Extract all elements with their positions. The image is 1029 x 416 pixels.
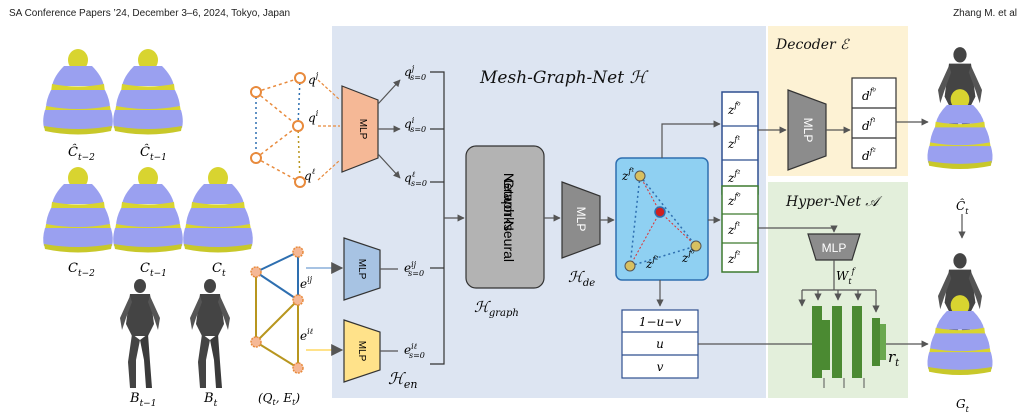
garment-gt-cur-label: Ct bbox=[212, 261, 226, 279]
bary-u: u bbox=[656, 337, 664, 351]
r-t-label: rt bbox=[888, 348, 900, 369]
e-ij-label: eij bbox=[300, 275, 313, 291]
ztilde-f0: zf⁰ bbox=[727, 192, 741, 208]
h-de-label: ℋde bbox=[568, 268, 595, 289]
garment-pred-prev2 bbox=[43, 49, 113, 135]
out-pred-label: Ĉt bbox=[956, 197, 969, 216]
out-final-label: Gt bbox=[956, 397, 970, 414]
z-f2-label: zf² bbox=[645, 255, 659, 271]
w-label: Wtf bbox=[836, 267, 857, 286]
garment-gt-cur bbox=[183, 167, 253, 253]
hypernet-mlp: MLP bbox=[807, 233, 861, 261]
d-f0: df⁰ bbox=[862, 87, 877, 103]
decoder-title: Decoder ℰ bbox=[775, 37, 850, 53]
zhat-f0: zf⁰ bbox=[727, 101, 741, 117]
body-prev bbox=[120, 279, 160, 388]
zhat-f1: zf¹ bbox=[727, 135, 741, 151]
hde-mlp: MLP bbox=[561, 181, 601, 259]
svg-text:MLP: MLP bbox=[574, 207, 588, 232]
svg-text:MLP: MLP bbox=[822, 241, 847, 255]
garment-pred-prev2-label: Ĉt−2 bbox=[68, 143, 95, 163]
decoder-output-stack bbox=[851, 77, 897, 169]
d-f1: df¹ bbox=[862, 117, 876, 133]
bary-v: v bbox=[657, 360, 664, 374]
garment-gt-prev1-label: Ct−1 bbox=[140, 261, 167, 279]
body-cur bbox=[190, 279, 230, 388]
garment-graph bbox=[250, 72, 306, 188]
bary-1-u-v: 1−u−v bbox=[639, 315, 681, 329]
gnn-block: Graph Neural Networks bbox=[465, 145, 545, 289]
latent-stack-hypernet bbox=[721, 185, 759, 273]
output-dressed-final bbox=[927, 253, 992, 375]
garment-gt-prev2 bbox=[43, 167, 113, 253]
encoder-mlp-edge-il: MLP bbox=[343, 319, 381, 383]
graph-label: (Qt, Et) bbox=[258, 391, 300, 407]
garment-gt-prev2-label: Ct−2 bbox=[68, 261, 95, 279]
svg-text:Networks: Networks bbox=[501, 173, 517, 231]
z-f0-label: zf⁰ bbox=[681, 249, 695, 265]
e-il-label: eiℓ bbox=[300, 327, 314, 343]
h-en-label: ℋen bbox=[388, 369, 417, 391]
ztilde-f1: zf¹ bbox=[727, 221, 741, 237]
running-header-left: SA Conference Papers ’24, December 3–6, … bbox=[9, 8, 291, 19]
zhat-f2: zf² bbox=[727, 169, 741, 185]
decoder-mlp: MLP bbox=[787, 89, 827, 171]
garment-gt-prev1 bbox=[113, 167, 183, 253]
hypernet-layers bbox=[812, 306, 886, 378]
barycentric-box bbox=[621, 309, 699, 379]
q-i-label: qi bbox=[308, 109, 319, 125]
svg-text:MLP: MLP bbox=[357, 119, 368, 140]
encoder-mlp-node: MLP bbox=[341, 85, 379, 173]
svg-text:MLP: MLP bbox=[356, 341, 367, 362]
z-f1-label: zf¹ bbox=[621, 167, 635, 183]
mgn-title: Mesh-Graph-Net ℋ bbox=[479, 68, 649, 88]
q-l-label: qℓ bbox=[304, 167, 316, 183]
q-j-label: qj bbox=[308, 71, 319, 87]
encoder-mlp-edge-ij: MLP bbox=[343, 237, 381, 301]
d-f2: df² bbox=[862, 147, 876, 163]
h-graph-label: ℋgraph bbox=[474, 298, 519, 319]
latent-stack-decoder bbox=[721, 91, 759, 195]
running-header-right: Zhang M. et al bbox=[953, 8, 1017, 19]
garment-pred-prev1-label: Ĉt−1 bbox=[140, 143, 167, 163]
body-cur-label: Bt bbox=[203, 391, 218, 409]
garment-pred-prev1 bbox=[113, 49, 183, 135]
body-graph bbox=[250, 246, 304, 374]
svg-text:MLP: MLP bbox=[801, 118, 815, 143]
svg-text:Graph Neural: Graph Neural bbox=[501, 178, 517, 262]
svg-text:MLP: MLP bbox=[356, 259, 367, 280]
output-dressed-pred bbox=[927, 47, 992, 169]
latent-space-box bbox=[615, 157, 709, 281]
hypernet-title: Hyper-Net 𝒜 bbox=[785, 194, 882, 210]
ztilde-f2: zf² bbox=[727, 250, 741, 266]
body-prev-label: Bt−1 bbox=[129, 391, 156, 409]
